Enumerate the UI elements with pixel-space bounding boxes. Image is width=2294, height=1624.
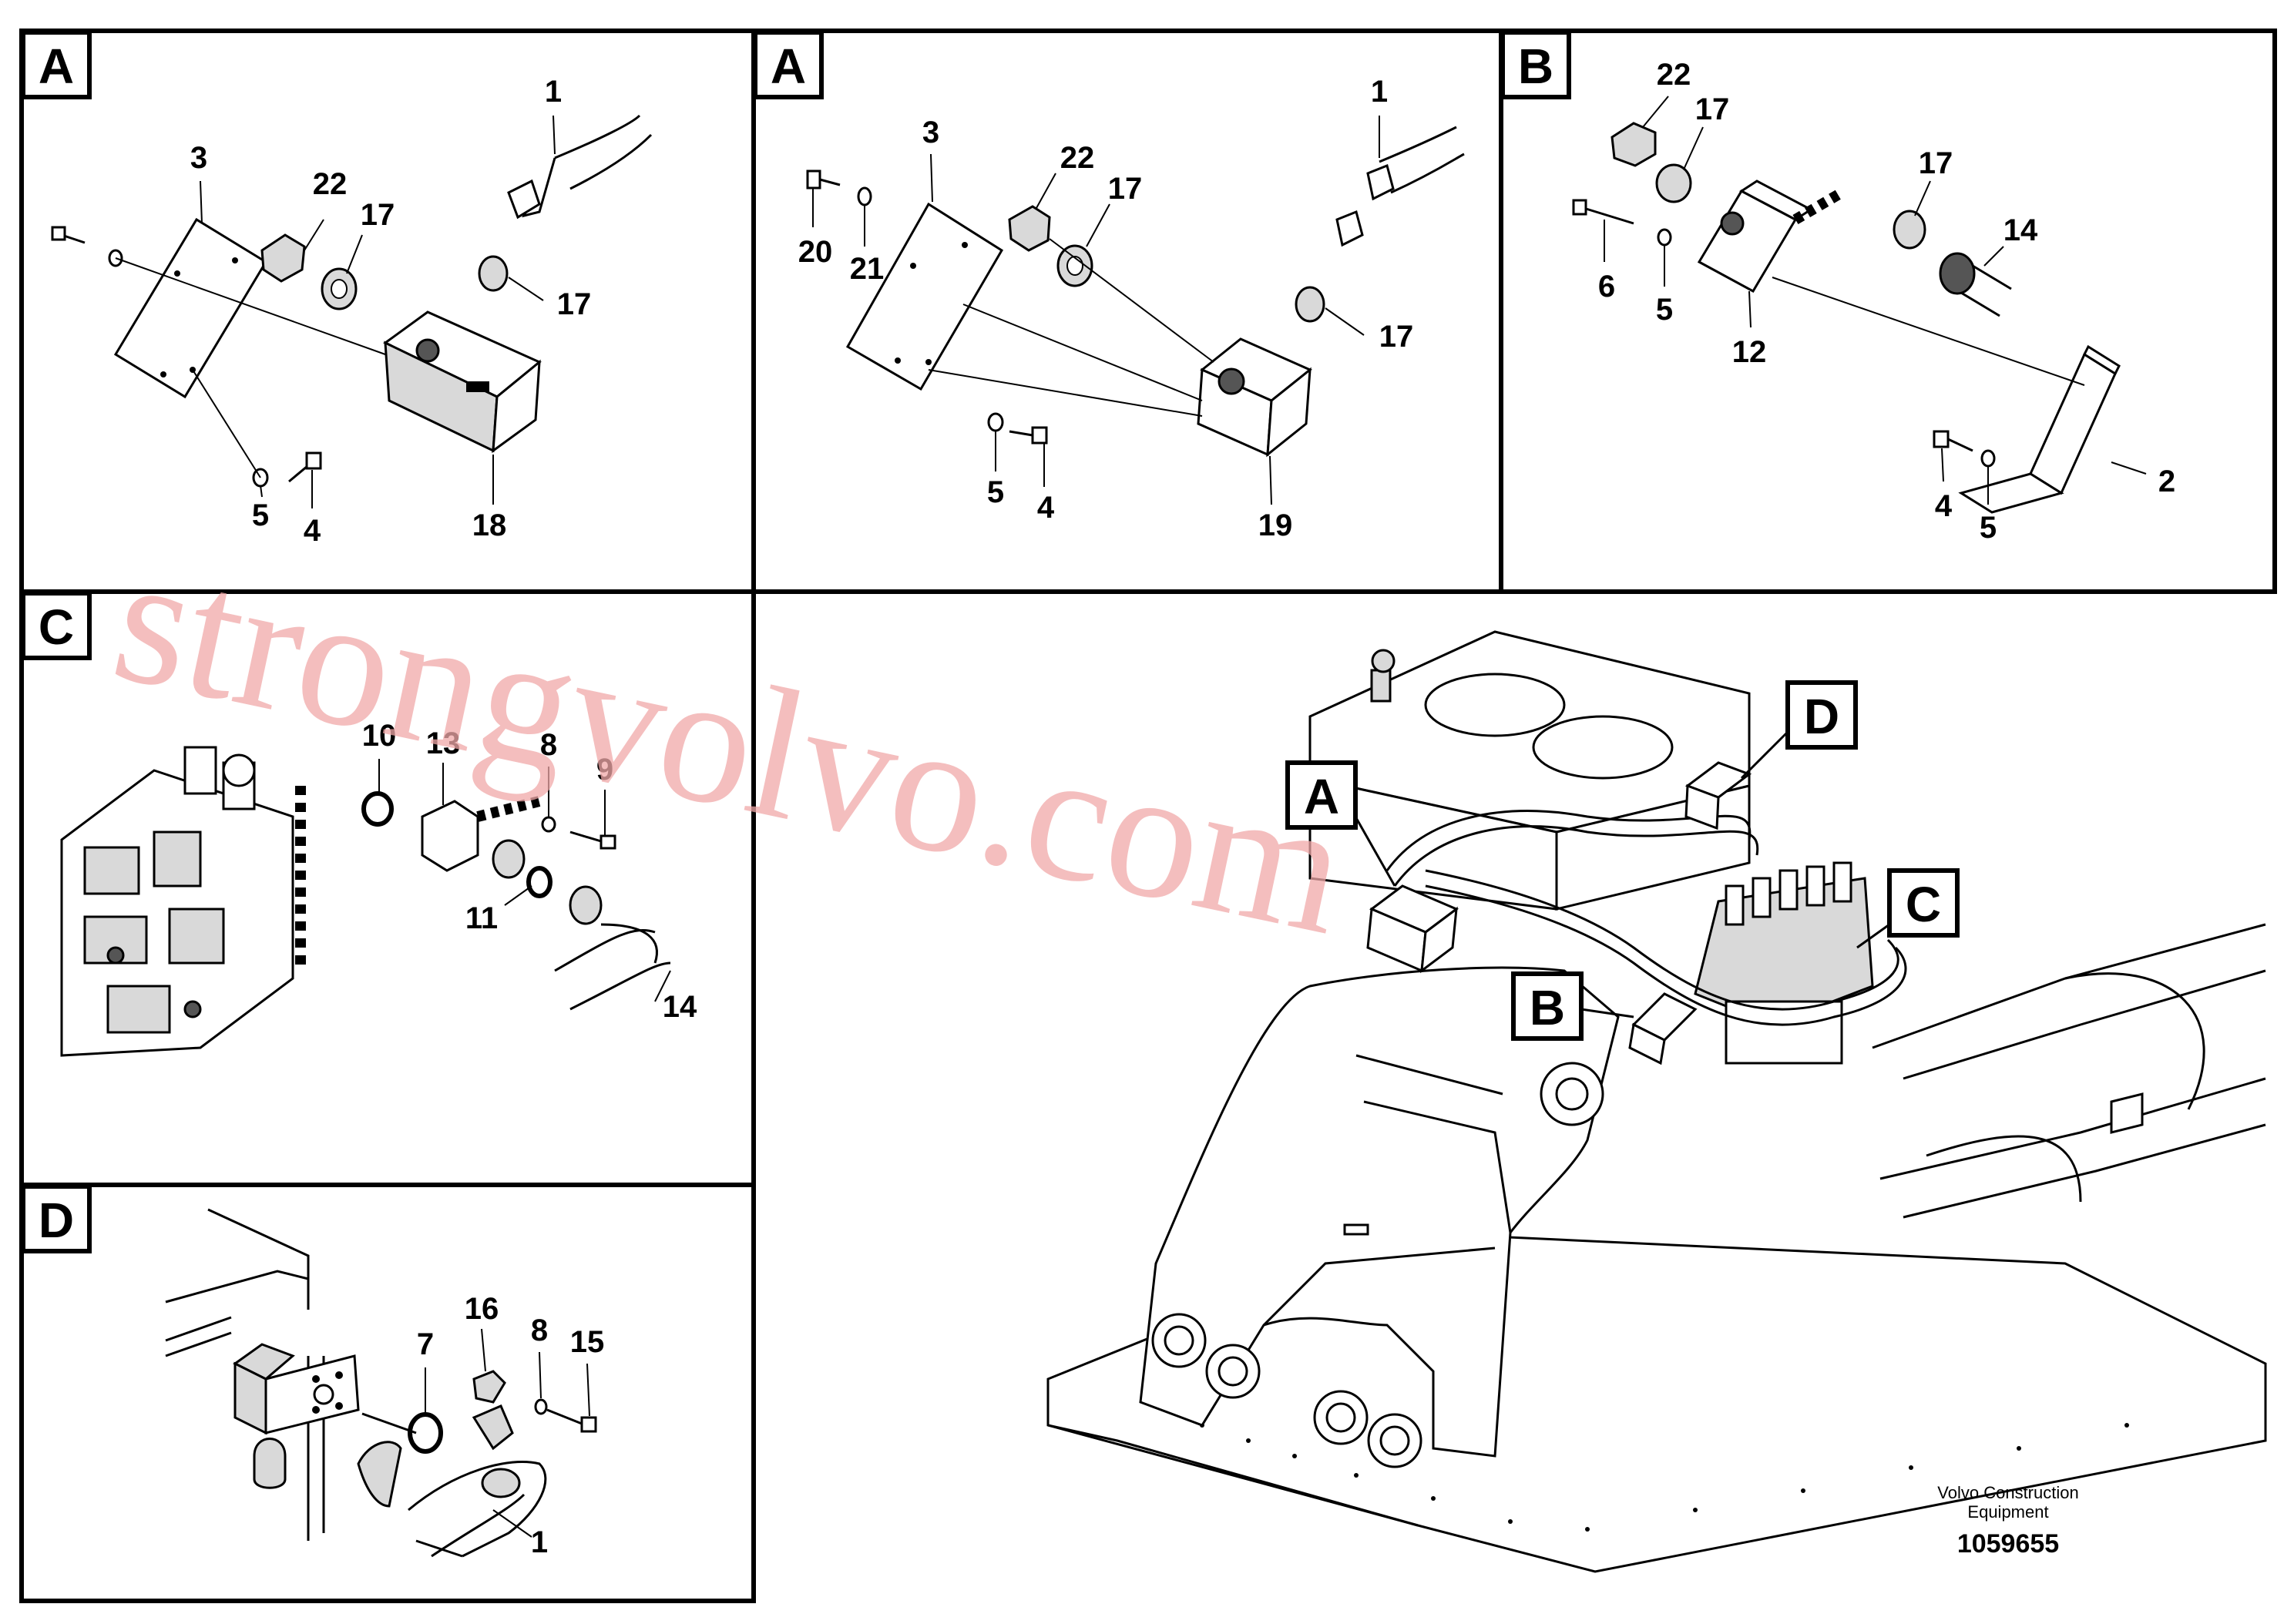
label-4: 4 — [1037, 491, 1055, 525]
main-hoses — [1385, 810, 1907, 1026]
label-15: 15 — [570, 1325, 605, 1359]
valve-block — [383, 310, 542, 454]
label-20: 20 — [798, 235, 833, 269]
label-17a: 17 — [1108, 172, 1143, 206]
panel-tag-a-center: A — [771, 39, 806, 94]
label-1: 1 — [1371, 75, 1388, 109]
control-valve — [1694, 861, 1874, 1065]
bolts-washers — [806, 169, 1048, 445]
panel-frames — [19, 29, 2277, 1603]
swing-frame — [1139, 966, 1620, 1468]
label-22: 22 — [313, 167, 348, 201]
label-7: 7 — [417, 1327, 434, 1361]
panel-a-left: A — [21, 30, 653, 548]
label-14: 14 — [2003, 213, 2038, 247]
hose — [408, 1461, 547, 1558]
label-9: 9 — [596, 753, 613, 787]
leader-lines — [425, 1328, 590, 1538]
label-3: 3 — [922, 116, 939, 149]
panel-tag-d: D — [39, 1193, 74, 1248]
label-13: 13 — [426, 726, 461, 760]
panel-tag-a-left: A — [39, 39, 74, 94]
label-1: 1 — [545, 75, 562, 109]
label-17a: 17 — [361, 198, 395, 232]
panel-tag-b: B — [1518, 39, 1553, 94]
label-22: 22 — [1657, 58, 1691, 92]
solenoid-valve-d — [1684, 761, 1752, 830]
solenoid-valve-b — [1628, 992, 1698, 1065]
hose — [554, 923, 671, 1011]
label-8: 8 — [531, 1314, 548, 1347]
leader-lines — [1604, 96, 2147, 505]
valve-block — [233, 1343, 360, 1489]
label-4: 4 — [304, 514, 321, 548]
label-22: 22 — [1060, 141, 1095, 175]
label-3: 3 — [190, 141, 207, 175]
callout-d: D — [1804, 689, 1839, 744]
leader-lines — [115, 115, 556, 508]
credit-line-1: Volvo Construction — [1937, 1483, 2078, 1502]
callout-b: B — [1530, 980, 1565, 1035]
label-10: 10 — [362, 719, 397, 753]
panel-tag-c: C — [39, 599, 74, 655]
panel-a-center: A — [753, 30, 1465, 542]
leader-lines — [812, 116, 1380, 505]
mounting-plate — [113, 217, 268, 399]
plug-and-adapter — [260, 233, 358, 310]
callout-c: C — [1906, 877, 1941, 932]
label-2: 2 — [2158, 465, 2175, 498]
label-11: 11 — [465, 901, 498, 935]
valve-block — [1197, 337, 1312, 458]
panel-c: C — [21, 591, 697, 1057]
dashed-link — [1792, 187, 1845, 225]
plug-and-adapter — [1611, 122, 2012, 317]
label-6: 6 — [1598, 270, 1615, 304]
label-17b: 17 — [1919, 146, 1953, 180]
label-19: 19 — [1258, 508, 1293, 542]
label-5b: 5 — [1980, 511, 1997, 545]
dashed-link — [295, 786, 541, 971]
label-5a: 5 — [1656, 293, 1673, 327]
hose — [478, 114, 653, 292]
label-12: 12 — [1732, 335, 1767, 369]
callout-a: A — [1304, 769, 1339, 824]
label-4: 4 — [1935, 489, 1953, 523]
credit-line-2: Equipment — [1967, 1502, 2048, 1522]
clamp-and-fittings — [357, 1370, 597, 1508]
label-1: 1 — [531, 1525, 548, 1559]
label-8: 8 — [540, 728, 557, 762]
label-18: 18 — [472, 508, 507, 542]
hose — [1295, 126, 1465, 323]
label-21: 21 — [850, 252, 885, 286]
panel-b: B — [1500, 30, 2175, 545]
label-16: 16 — [465, 1292, 499, 1326]
label-17a: 17 — [1695, 92, 1730, 126]
label-5: 5 — [987, 475, 1004, 509]
solenoid-valve-a — [1366, 884, 1459, 974]
label-5: 5 — [252, 498, 269, 532]
valve-block — [1697, 180, 1813, 294]
flange-fitting — [361, 791, 616, 925]
label-14: 14 — [663, 990, 697, 1024]
document-number: 1059655 — [1957, 1529, 2059, 1559]
mounting-plate — [1958, 344, 2121, 514]
plug-and-adapter — [1008, 205, 1093, 287]
label-17b: 17 — [557, 287, 592, 321]
label-17b: 17 — [1379, 320, 1414, 354]
panel-d: D — [21, 1184, 605, 1559]
hydraulic-tank — [1308, 630, 1751, 911]
mounting-plate — [845, 202, 1004, 391]
leader-lines — [378, 759, 671, 1002]
control-valve-stack — [60, 746, 294, 1057]
side-rails — [1872, 923, 2266, 1219]
main-assembly-view: A B C D — [1046, 630, 2267, 1573]
